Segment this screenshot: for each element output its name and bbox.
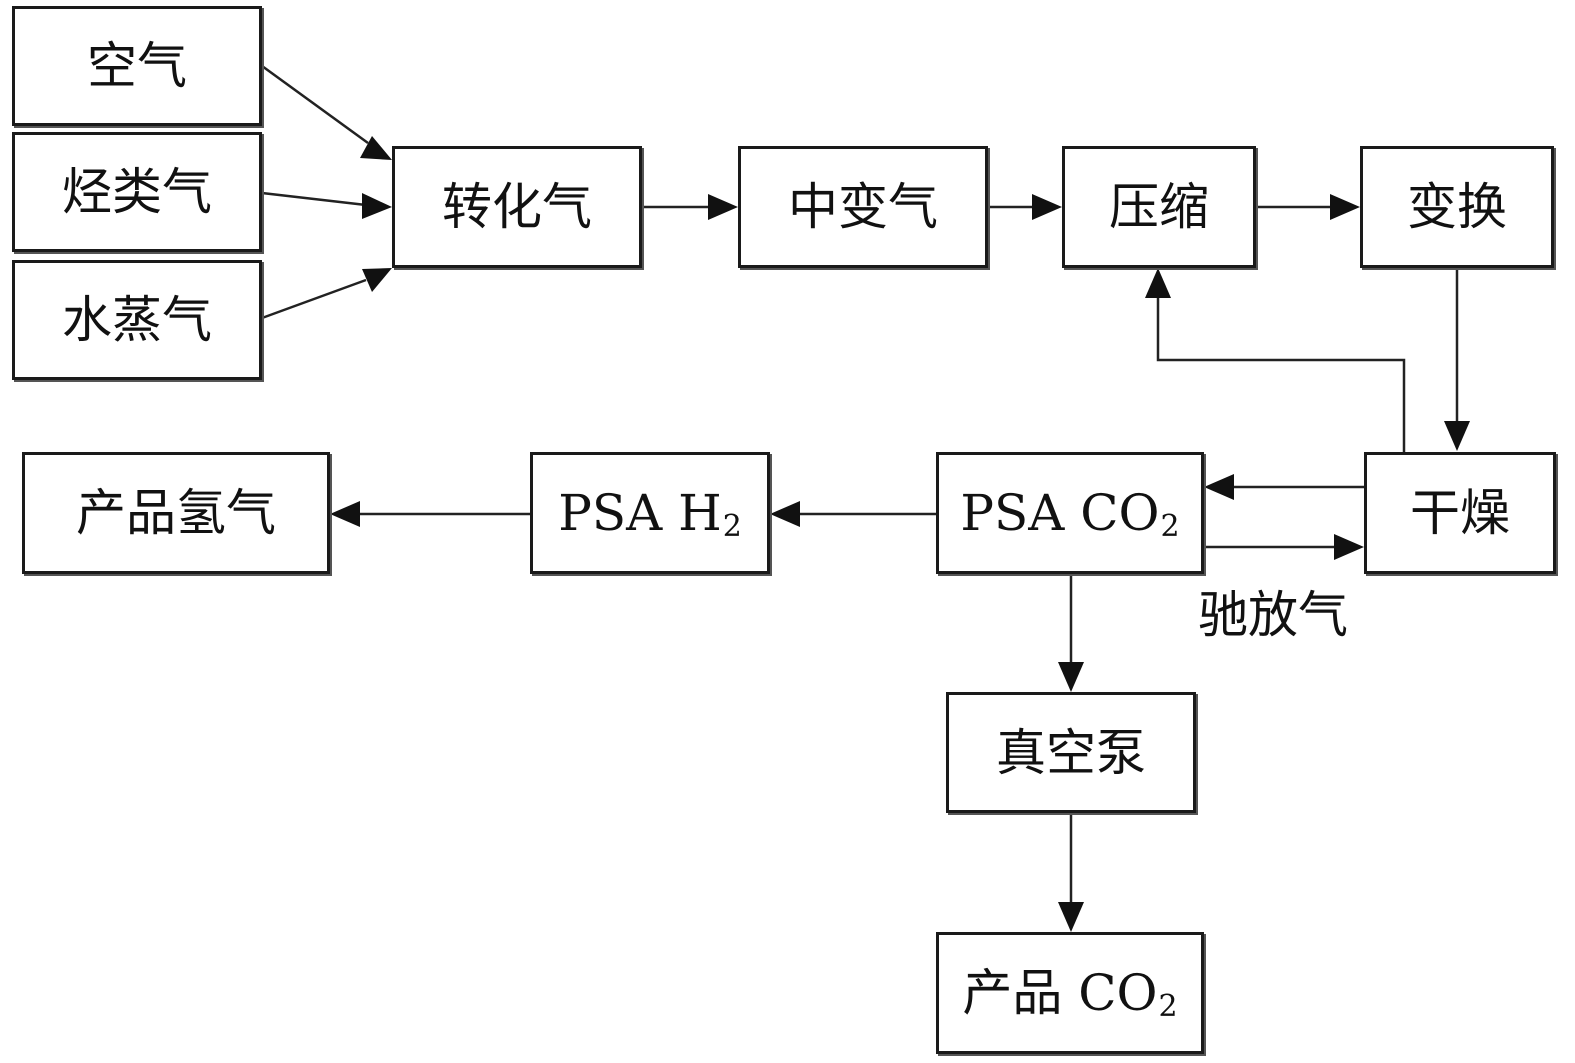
node-steam-label: 水蒸气 — [62, 291, 212, 349]
node-shift: 变换 — [1360, 146, 1554, 268]
arrow-psa-co2-to-psa-h2 — [770, 501, 936, 527]
node-drying-label: 干燥 — [1410, 484, 1510, 542]
arrow-drying-return-to-compression — [1145, 268, 1406, 452]
node-compression: 压缩 — [1062, 146, 1256, 268]
node-vacuum-pump: 真空泵 — [946, 692, 1196, 813]
node-psa-co2-subscript: 2 — [1160, 509, 1180, 544]
node-medium-shift-gas-label: 中变气 — [788, 178, 938, 236]
arrow-psa-co2-purge-to-drying — [1204, 534, 1364, 560]
node-hydrocarbon-gas: 烃类气 — [12, 132, 262, 252]
node-medium-shift-gas: 中变气 — [738, 146, 988, 268]
node-reformed-gas-label: 转化气 — [442, 178, 592, 236]
arrow-shift-to-drying — [1444, 268, 1470, 451]
node-product-hydrogen-label: 产品氢气 — [76, 484, 276, 542]
node-air-label: 空气 — [87, 37, 187, 95]
node-air: 空气 — [12, 6, 262, 126]
arrow-vacuum-pump-to-product-co2 — [1058, 813, 1084, 932]
node-drying: 干燥 — [1364, 452, 1556, 574]
node-vacuum-pump-label: 真空泵 — [996, 723, 1146, 782]
node-reformed-gas: 转化气 — [392, 146, 642, 268]
arrow-psa-h2-to-product-hydrogen — [330, 501, 530, 527]
node-product-hydrogen: 产品氢气 — [22, 452, 330, 574]
node-product-co2-label: 产品 CO — [962, 964, 1158, 1022]
arrow-reformed-to-medium-shift — [642, 194, 738, 220]
arrow-air-to-reformed-gas — [261, 64, 392, 160]
node-shift-label: 变换 — [1407, 178, 1507, 236]
node-psa-co2-label: PSA CO — [960, 484, 1160, 542]
arrow-psa-co2-to-vacuum-pump — [1058, 574, 1084, 692]
node-psa-h2-label: PSA H — [558, 484, 722, 542]
arrow-compression-to-shift — [1256, 194, 1360, 220]
edge-label-purge-gas: 驰放气 — [1198, 586, 1348, 644]
node-product-co2-subscript: 2 — [1158, 989, 1178, 1024]
arrow-hydrocarbon-to-reformed-gas — [261, 191, 392, 219]
node-steam: 水蒸气 — [12, 260, 262, 380]
node-compression-label: 压缩 — [1109, 178, 1209, 236]
arrow-steam-to-reformed-gas — [261, 268, 392, 320]
arrow-medium-shift-to-compression — [988, 194, 1062, 220]
arrow-drying-to-psa-co2 — [1204, 474, 1364, 500]
node-psa-h2-subscript: 2 — [722, 509, 742, 544]
node-hydrocarbon-gas-label: 烃类气 — [62, 163, 212, 221]
